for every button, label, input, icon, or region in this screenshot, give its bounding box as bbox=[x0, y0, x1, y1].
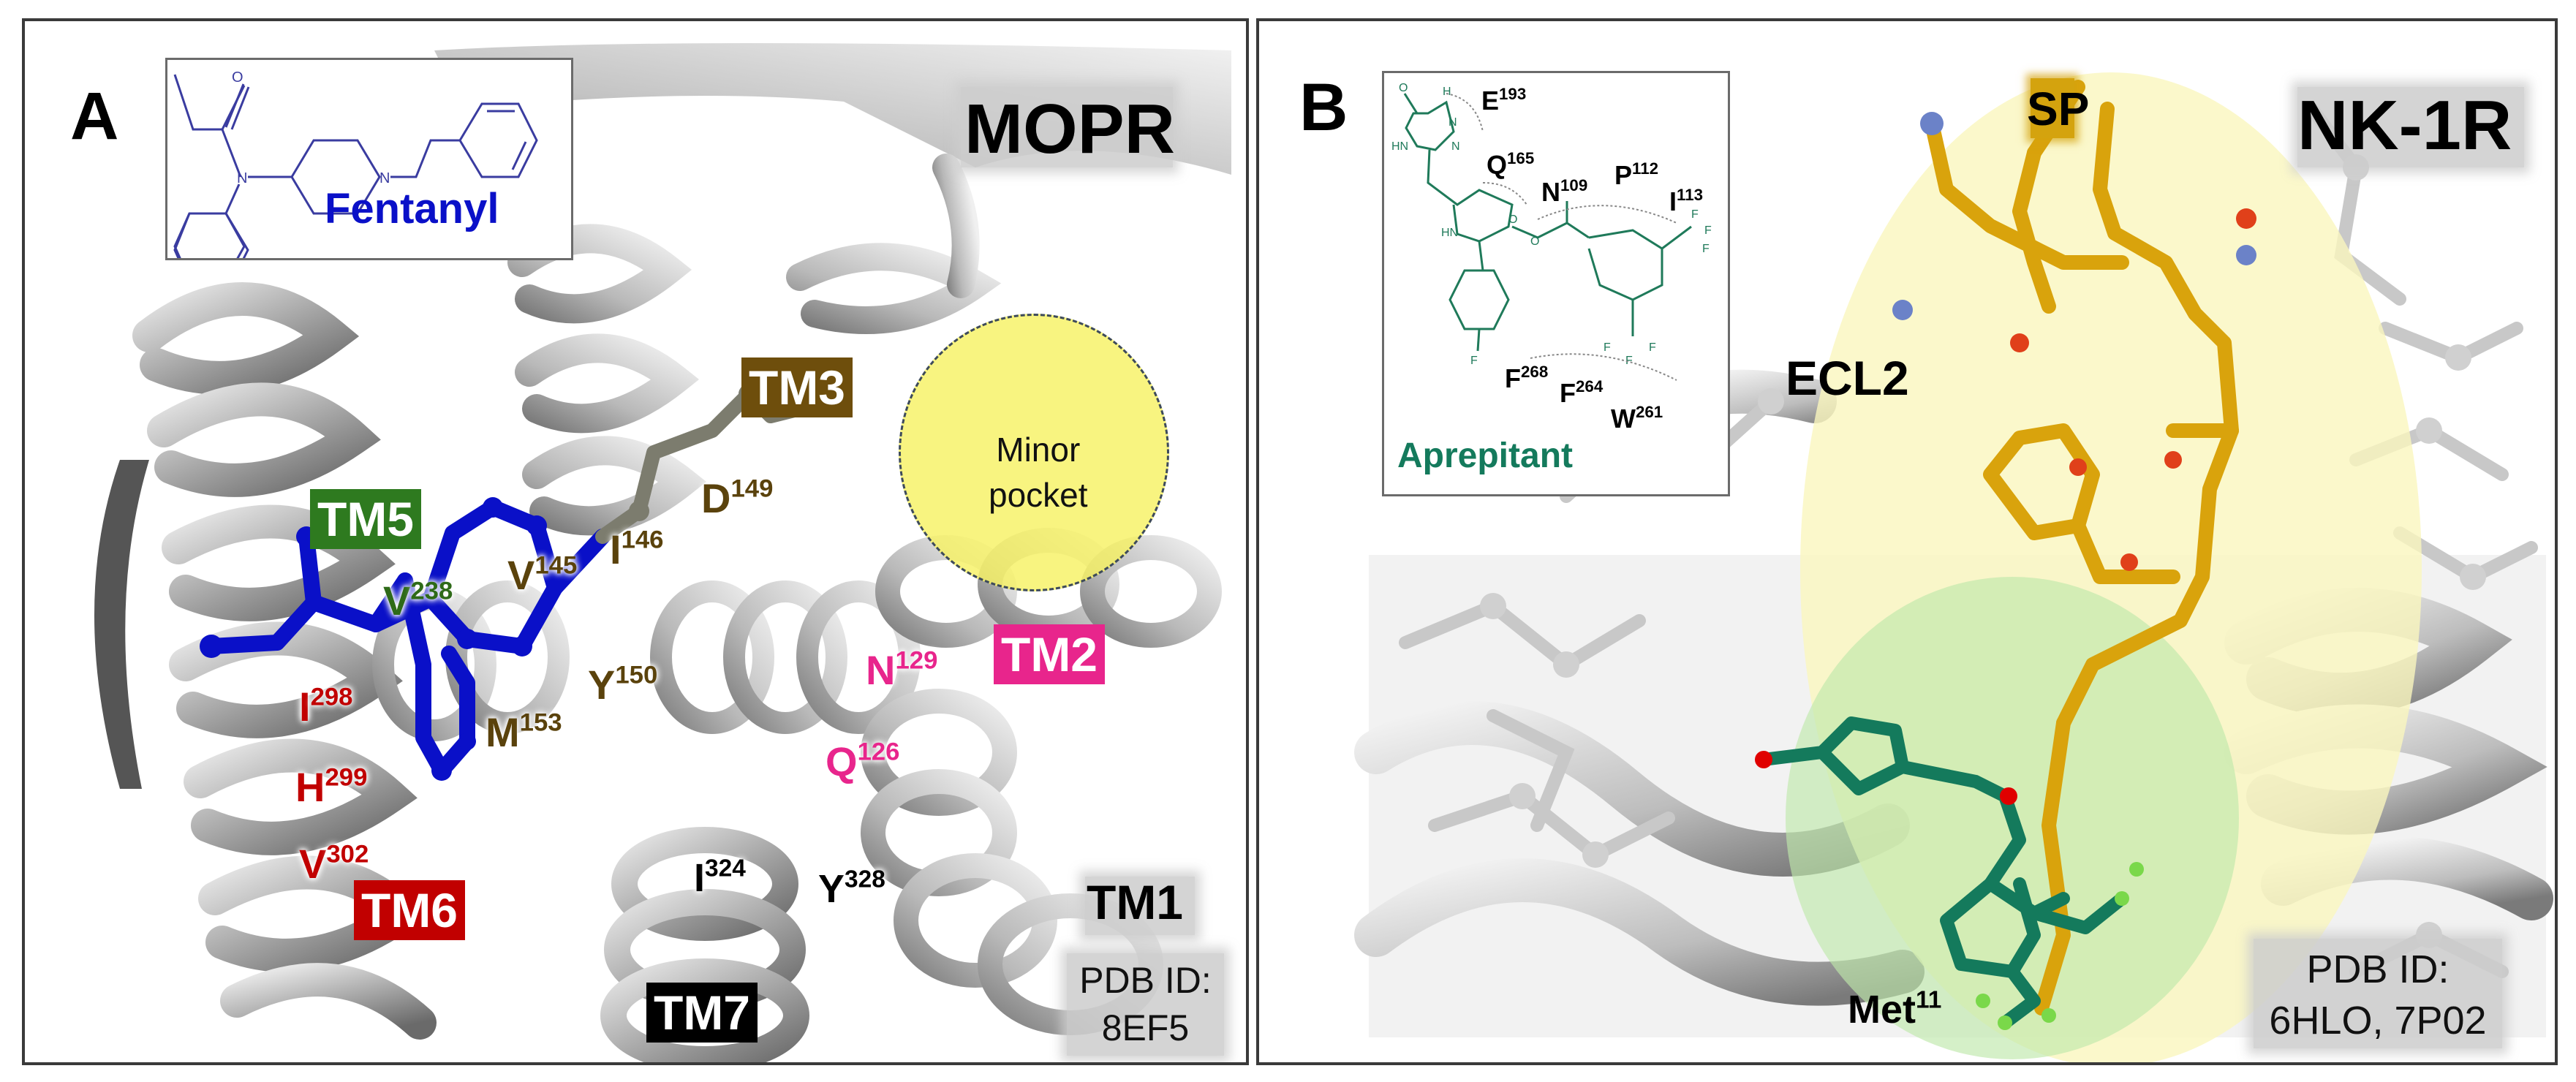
svg-text:F: F bbox=[1625, 355, 1633, 367]
peptide-label-sp: SP bbox=[2027, 83, 2090, 135]
svg-text:O: O bbox=[1530, 235, 1539, 248]
minor-pocket-line1: Minor bbox=[996, 431, 1081, 469]
mopr-label-bg bbox=[961, 87, 1173, 167]
fentanyl-2d-structure-icon: O N N bbox=[173, 69, 538, 258]
residue-met11: Met11 bbox=[1848, 986, 1942, 1032]
minor-pocket-highlight bbox=[899, 314, 1169, 591]
sp-label-bg bbox=[2031, 78, 2074, 138]
atom-o: O bbox=[232, 69, 243, 86]
helix-label-tm3: TM3 bbox=[741, 357, 853, 417]
aprepitant-label: Aprepitant bbox=[1397, 436, 1573, 475]
svg-text:F: F bbox=[1702, 243, 1710, 255]
residue-w261: W261 bbox=[1611, 403, 1663, 434]
pdb-id-a: PDB ID: 8EF5 bbox=[1063, 957, 1228, 1052]
panel-a: A O N N Fentanyl MOPR TM3 TM bbox=[22, 18, 1249, 1065]
panel-a-letter: A bbox=[70, 79, 119, 154]
helix-label-tm7: TM7 bbox=[646, 983, 758, 1043]
residue-q165: Q165 bbox=[1487, 149, 1535, 180]
svg-text:F: F bbox=[1604, 341, 1611, 354]
svg-text:N: N bbox=[1451, 140, 1460, 153]
pdb-id-a-value: 8EF5 bbox=[1101, 1007, 1190, 1048]
minor-pocket-line2: pocket bbox=[989, 476, 1088, 515]
pdb-box-b-bg bbox=[2254, 939, 2502, 1048]
helix-label-tm5: TM5 bbox=[310, 489, 421, 549]
receptor-label-mopr: MOPR bbox=[964, 90, 1175, 168]
residue-i113: I113 bbox=[1669, 186, 1704, 216]
residue-e193: E193 bbox=[1481, 85, 1527, 116]
residue-i298: I298 bbox=[299, 683, 353, 730]
loop-label-ecl2: ECL2 bbox=[1786, 351, 1909, 405]
helix-label-tm6: TM6 bbox=[354, 880, 465, 940]
svg-text:N: N bbox=[379, 170, 390, 186]
svg-text:F: F bbox=[1704, 224, 1712, 237]
residue-n109: N109 bbox=[1541, 176, 1588, 207]
helix-label-tm1: TM1 bbox=[1087, 875, 1183, 929]
minor-pocket-label: Minor pocket bbox=[989, 427, 1088, 518]
residue-m153: M153 bbox=[486, 708, 562, 755]
ligand-3d-models bbox=[1755, 80, 2256, 1030]
svg-text:O: O bbox=[1508, 213, 1517, 226]
residue-v145: V145 bbox=[507, 551, 578, 598]
svg-text:F: F bbox=[1649, 341, 1656, 354]
residue-v238: V238 bbox=[383, 577, 453, 624]
panel-b-letter: B bbox=[1299, 70, 1348, 145]
svg-text:HN: HN bbox=[1441, 227, 1458, 239]
svg-text:HN: HN bbox=[1391, 140, 1408, 153]
pdb-id-b-label: PDB ID: bbox=[2306, 947, 2450, 991]
residue-i324: I324 bbox=[694, 855, 746, 900]
residue-y150: Y150 bbox=[588, 661, 658, 708]
pdb-id-a-label: PDB ID: bbox=[1079, 960, 1212, 1001]
pdb-box-a-bg bbox=[1067, 953, 1224, 1056]
svg-text:N: N bbox=[237, 170, 247, 186]
pdb-id-b: PDB ID: 6HLO, 7P02 bbox=[2250, 944, 2506, 1046]
residue-h299: H299 bbox=[295, 763, 368, 810]
residue-q126: Q126 bbox=[826, 738, 900, 784]
svg-text:H: H bbox=[1443, 86, 1451, 98]
svg-text:O: O bbox=[1399, 82, 1408, 94]
residue-f264: F264 bbox=[1560, 377, 1604, 408]
pdb-id-b-value: 6HLO, 7P02 bbox=[2269, 999, 2487, 1043]
receptor-label-nk1r: NK-1R bbox=[2297, 86, 2512, 164]
svg-text:F: F bbox=[1691, 208, 1699, 221]
residue-n129: N129 bbox=[866, 646, 938, 693]
nk1r-label-bg bbox=[2297, 87, 2524, 167]
fentanyl-label: Fentanyl bbox=[325, 185, 499, 232]
tm1-label-bg bbox=[1085, 877, 1195, 935]
residue-p112: P112 bbox=[1614, 159, 1659, 190]
residue-d149: D149 bbox=[701, 474, 774, 521]
residue-i146: I146 bbox=[610, 526, 664, 572]
svg-text:F: F bbox=[1470, 355, 1478, 367]
residue-y328: Y328 bbox=[818, 866, 885, 911]
svg-text:N: N bbox=[1448, 116, 1457, 129]
residue-v302: V302 bbox=[299, 840, 369, 887]
helix-label-tm2: TM2 bbox=[994, 624, 1105, 684]
residue-f268: F268 bbox=[1505, 363, 1549, 393]
fentanyl-structure-inset: O N N Fentanyl bbox=[165, 58, 573, 260]
